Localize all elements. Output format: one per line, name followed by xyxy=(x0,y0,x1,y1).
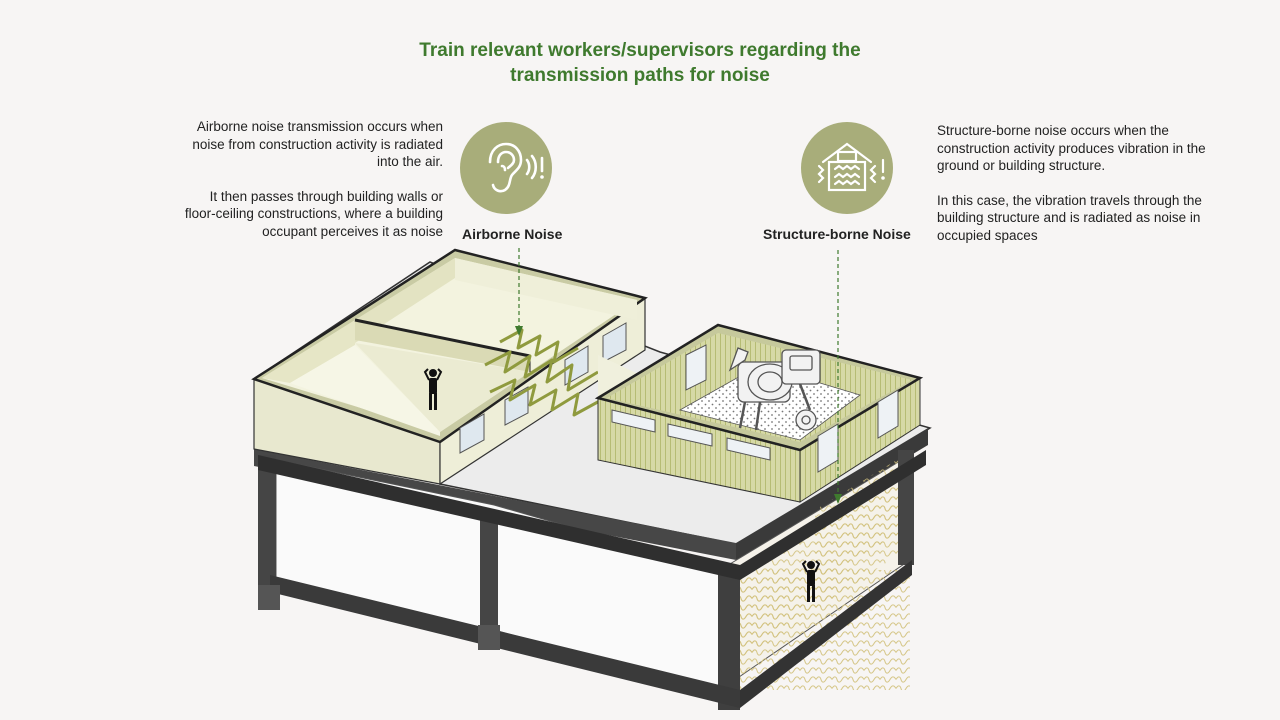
airborne-noise-waves xyxy=(484,328,606,417)
airborne-description: Airborne noise transmission occurs when … xyxy=(176,118,443,257)
left-building xyxy=(251,248,648,486)
construction-machine xyxy=(728,347,821,431)
airborne-arrowhead xyxy=(515,326,523,336)
ear-sound-icon xyxy=(460,122,552,214)
title-line-1: Train relevant workers/supervisors regar… xyxy=(419,40,861,61)
floor-slab xyxy=(252,261,932,560)
leader-lines xyxy=(518,248,839,496)
structure-borne-noise-label: Structure-borne Noise xyxy=(763,226,911,242)
airborne-para-2: It then passes through building walls or… xyxy=(184,188,443,239)
structure-para-2: In this case, the vibration travels thro… xyxy=(937,192,1202,243)
right-building xyxy=(594,323,924,503)
page-title: Train relevant workers/supervisors regar… xyxy=(340,38,940,88)
structure-para-1: Structure-borne noise occurs when the co… xyxy=(937,123,1206,173)
occupant-figure-lower xyxy=(801,560,821,602)
airborne-noise-label: Airborne Noise xyxy=(462,226,563,242)
lower-frame xyxy=(258,450,926,710)
structure-arrowhead xyxy=(834,494,842,504)
structure-description: Structure-borne noise occurs when the co… xyxy=(937,122,1212,261)
title-line-2: transmission paths for noise xyxy=(510,65,770,86)
building-vibration-icon xyxy=(801,122,893,214)
occupant-figure-left xyxy=(423,368,443,410)
airborne-para-1: Airborne noise transmission occurs when … xyxy=(192,119,443,169)
